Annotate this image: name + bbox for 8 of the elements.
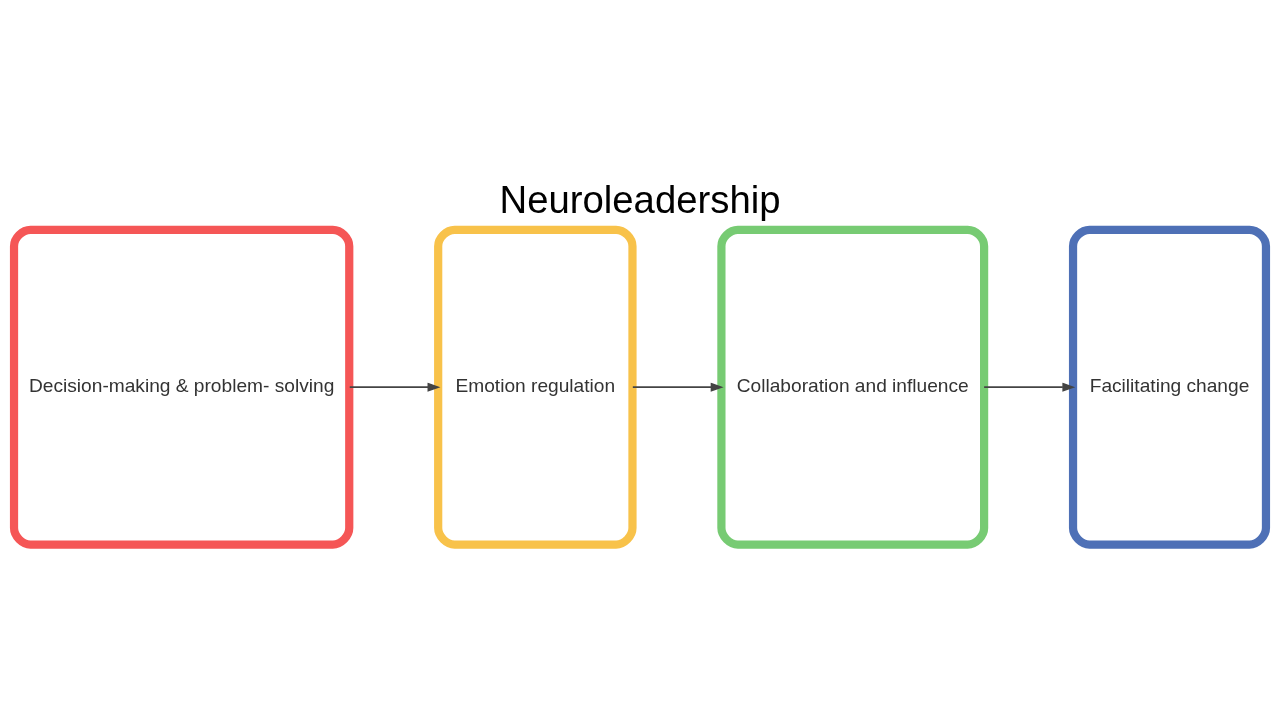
node-box: Decision-making & problem- solving — [9, 225, 354, 549]
arrow — [632, 382, 724, 392]
arrow — [983, 382, 1076, 392]
diagram-title: Neuroleadership — [499, 177, 781, 221]
arrow — [348, 382, 441, 392]
node-box: Collaboration and influence — [717, 225, 989, 549]
node-box: Facilitating change — [1068, 225, 1271, 549]
node-box: Emotion regulation — [434, 225, 637, 549]
